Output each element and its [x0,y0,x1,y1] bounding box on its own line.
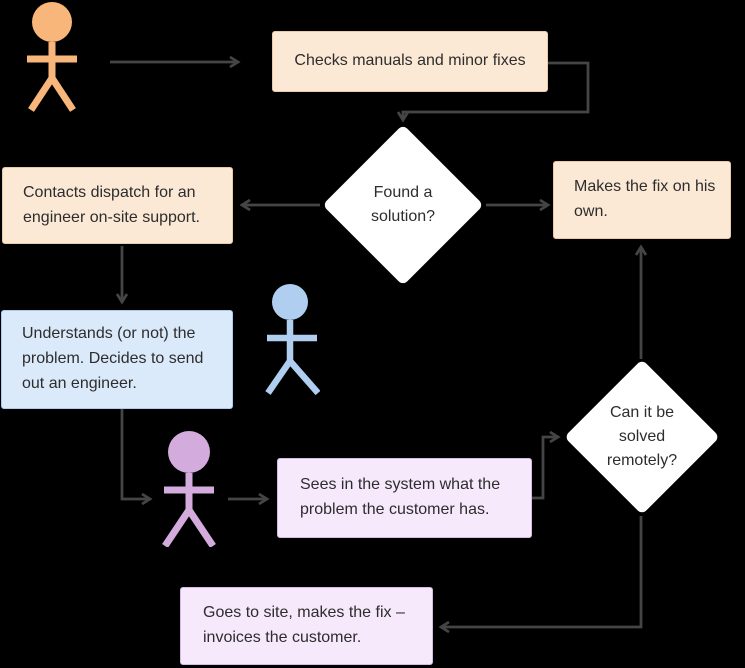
stick-figure-blue-icon [264,284,320,395]
arrow-can-to-goes [438,516,643,634]
node-goes-to-site: Goes to site, makes the fix – invoices t… [180,587,433,665]
decision-can-be-solved: Can it be solved remotely? [587,382,697,492]
node-makes-fix-label: Makes the fix on his own. [574,178,716,220]
stick-figure-orange-icon [20,2,86,112]
node-contacts-dispatch-label: Contacts dispatch for an engineer on-sit… [23,183,200,226]
decision-found-solution: Found a solution? [346,148,460,262]
node-contacts-dispatch: Contacts dispatch for an engineer on-sit… [2,167,233,244]
decision-can-be-solved-label: Can it be solved remotely? [606,404,678,469]
arrow-checks-to-found-diamond [396,61,590,123]
stick-figure-purple-icon [162,431,216,547]
arrow-understands-to-purple-actor [120,409,153,506]
node-understands-problem: Understands (or not) the problem. Decide… [1,310,233,409]
node-makes-fix: Makes the fix on his own. [553,161,731,239]
node-sees-in-system: Sees in the system what the problem the … [277,458,532,538]
node-checks-manuals: Checks manuals and minor fixes [272,31,548,92]
node-understands-problem-label: Understands (or not) the problem. Decide… [22,325,204,392]
decision-found-solution-label: Found a solution? [370,184,436,225]
node-checks-manuals-label: Checks manuals and minor fixes [294,52,526,70]
node-sees-in-system-label: Sees in the system what the problem the … [300,476,501,518]
node-goes-to-site-label: Goes to site, makes the fix – invoices t… [203,604,405,646]
arrow-sees-to-can-diamond [532,430,561,500]
